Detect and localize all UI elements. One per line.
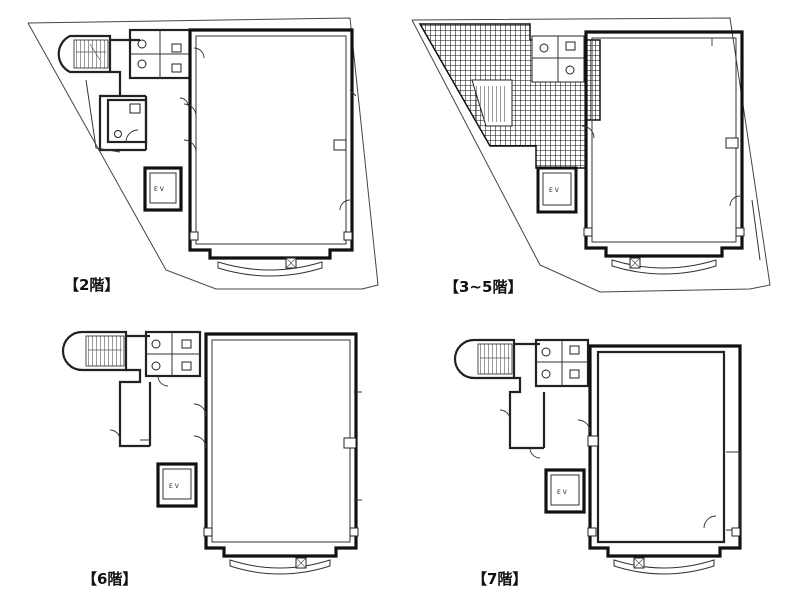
elevator-shaft: E V: [536, 166, 578, 214]
restroom-block: [531, 35, 585, 83]
elevator-label: E V: [169, 483, 180, 490]
elevator-shaft: E V: [156, 462, 198, 508]
site-boundary: [27, 17, 379, 290]
floor-3-5-label: 【3~5階】: [444, 278, 522, 296]
elevator-label: E V: [154, 186, 165, 193]
main-hall: [183, 28, 357, 277]
elevator-label: E V: [557, 489, 568, 496]
main-hall: [581, 30, 761, 275]
restroom-block: [128, 28, 192, 80]
elevator-label: E V: [549, 187, 560, 194]
corridor-walls: [98, 38, 148, 152]
main-hall: [193, 332, 362, 575]
toilet-room: [106, 98, 148, 144]
main-hall: [577, 344, 742, 575]
stair-tower: [61, 330, 128, 372]
elevator-shaft: E V: [544, 468, 586, 514]
floor-plan-2: E V 【2階】: [27, 17, 379, 294]
stair-tower: [57, 34, 112, 74]
elevator-shaft: E V: [143, 166, 183, 212]
restroom-block: [144, 330, 202, 387]
restroom-block: [534, 338, 590, 388]
floor-plan-3-5: E V 【3~5階】: [411, 17, 771, 296]
stair-tower: [453, 338, 516, 380]
floor-6-label: 【6階】: [82, 570, 137, 588]
site-boundary: [411, 17, 771, 293]
floor-7-label: 【7階】: [472, 570, 527, 588]
floor-plan-6: E V 【6階】: [61, 330, 362, 588]
floor-plan-7: E V 【7階】: [453, 338, 742, 588]
floor-2-label: 【2階】: [64, 276, 119, 294]
